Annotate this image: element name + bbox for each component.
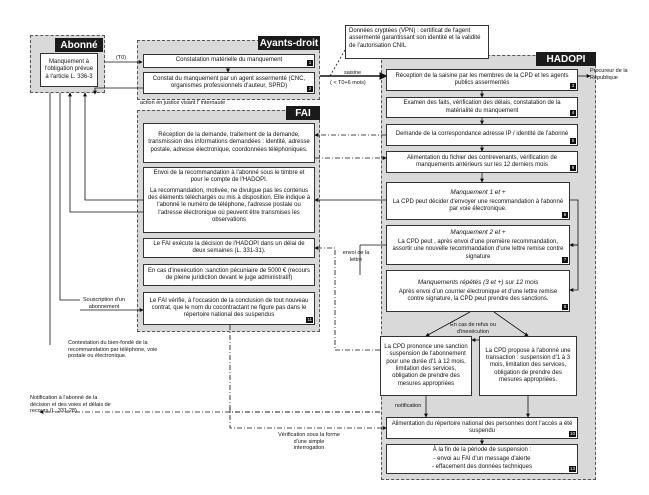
fin-suspension-box: À la fin de la période de suspension : -…: [386, 444, 578, 474]
manquement-3-text: Après envoi d'un courrier électronique e…: [398, 288, 558, 302]
hadopi-reception-box: Réception de la saisine par les membres …: [386, 69, 578, 91]
abonne-title: Abonné: [55, 38, 103, 52]
fai-recommandation-box: Envoi de la recommandation à l'abonné so…: [143, 167, 315, 233]
step-number: 8: [562, 304, 568, 310]
repertoire-text: Alimentation du répertoire national des …: [391, 420, 573, 434]
manquement-2-text: La CPD peut , après envoi d'une première…: [392, 238, 564, 260]
refus-label: En cas de refus ou d'inexécution: [450, 322, 496, 335]
hadopi-examen-box: Examen des faits, vérification des délai…: [386, 97, 578, 118]
manquement-1-box: Manquement 1 et + La CPD peut décider d'…: [386, 182, 570, 220]
step-number: 13: [568, 466, 576, 472]
step-number: 1: [307, 60, 313, 66]
step-number: 4: [570, 110, 576, 116]
ayants-droit-title: Ayants-droit: [258, 36, 320, 50]
hadopi-fichier-text: Alimentation du fichier des contrevenant…: [406, 154, 558, 168]
hadopi-demande-box: Demande de la correspondance adresse IP …: [386, 124, 578, 146]
step-number: 5: [570, 138, 576, 144]
step-number: 10: [568, 431, 576, 437]
fai-verification-text: Le FAI vérifie, à l'occasion de la concl…: [149, 297, 309, 319]
fai-recommandation-detail: La recommandation, motivée, ne divulgue …: [147, 187, 311, 223]
manquement-1-text: La CPD peut décider d'envoyer une recomm…: [392, 198, 564, 212]
constatation-box: Constatation matérielle du manquement 1: [143, 54, 315, 68]
manquement-3-title: Manquements répétés (3 et +) sur 12 mois: [417, 278, 539, 286]
hadopi-reception-text: Réception de la saisine par les membres …: [395, 72, 569, 86]
step-number: 9: [570, 165, 576, 171]
constat-agent-box: Constat du manquement par un agent asser…: [143, 72, 315, 94]
sanction-box: La CPD prononce une sanction : suspensio…: [380, 336, 472, 396]
t0-label: (T0): [116, 55, 127, 61]
fai-title: FAI: [286, 106, 320, 120]
fai-recommandation-envoi: Envoi de la recommandation à l'abonné so…: [153, 170, 305, 184]
saisine-label: saisine: [344, 70, 362, 76]
hadopi-examen-text: Examen des faits, vérification des délai…: [403, 100, 561, 114]
abonne-manquement-box: Manquement à l'obligation prévue à l'art…: [40, 53, 98, 87]
hadopi-fichier-box: Alimentation du fichier des contrevenant…: [386, 151, 578, 173]
fai-reception-box: Réception de la demande, traitement de l…: [143, 123, 315, 163]
action-justice-label: action en justice visant l' internaute: [140, 100, 226, 106]
step-number: 3: [570, 83, 576, 89]
step-number: 7: [562, 257, 568, 263]
repertoire-box: Alimentation du répertoire national des …: [386, 417, 578, 439]
verification-label: Vérification sous la forme d'une simple …: [278, 432, 340, 452]
envoi-lettre-label: envoi de la lettre: [342, 250, 370, 263]
fin-suspension-title: À la fin de la période de suspension :: [432, 447, 532, 454]
manquement-1-title: Manquement 1 et +: [450, 188, 506, 196]
transaction-box: La CPD propose à l'abonné une transactio…: [479, 336, 577, 396]
delai-label: ( < T0+6 mois): [330, 80, 366, 86]
constatation-text: Constatation matérielle du manquement: [175, 57, 283, 64]
notification-label: notification: [395, 403, 422, 409]
manquement-3-box: Manquements répétés (3 et +) sur 12 mois…: [386, 270, 570, 312]
step-number: 11: [306, 317, 313, 323]
hadopi-title: HADOPI: [536, 52, 596, 66]
procureur-label: Procureur de la République: [590, 68, 628, 81]
manquement-2-box: Manquement 2 et + La CPD peut , après en…: [386, 225, 570, 265]
hadopi-demande-text: Demande de la correspondance adresse IP …: [395, 131, 569, 138]
fai-inexecution-box: En cas d'inexécution :sanction pécuniair…: [143, 264, 315, 286]
souscription-label: Souscription d'un abonnement: [82, 297, 126, 310]
contestation-label: Contestation du bien-fondé de la recomma…: [68, 340, 158, 360]
constat-agent-text: Constat du manquement par un agent asser…: [152, 75, 306, 89]
fin-suspension-text: - envoi au FAI d'un message d'alerte - e…: [432, 456, 532, 470]
step-number: 2: [307, 86, 313, 92]
fai-verification-box: Le FAI vérifie, à l'occasion de la concl…: [143, 292, 315, 325]
manquement-2-title: Manquement 2 et +: [450, 229, 506, 237]
notification-abonne-label: Notification à l'abonné de la décision e…: [30, 395, 111, 415]
fai-execution-box: Le FAI exécute la décision de l'HADOPI d…: [143, 238, 315, 258]
vpn-note: Données cryptées (VPN) : certificat de l…: [345, 25, 489, 59]
step-number: 6: [562, 212, 568, 218]
